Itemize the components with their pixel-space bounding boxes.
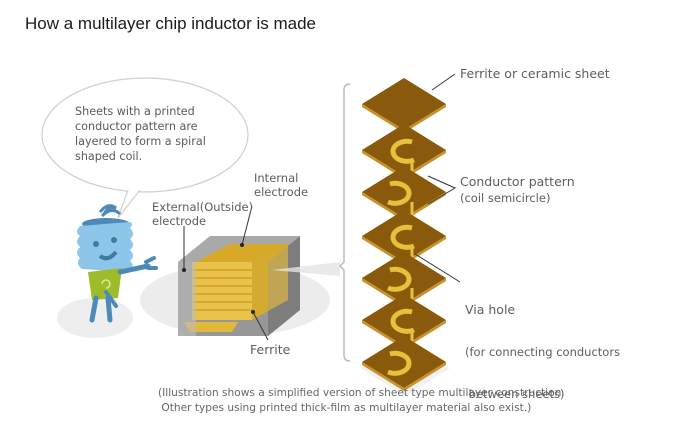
conductor-sheet <box>362 336 446 391</box>
leader-conductor <box>427 175 457 205</box>
sheet-stack <box>362 78 446 391</box>
leader-sheet <box>431 73 456 91</box>
footnote: (Illustration shows a simplified version… <box>158 386 565 416</box>
label-line: (coil semicircle) <box>460 191 551 205</box>
leader-ferrite <box>252 311 269 341</box>
label-ferrite: Ferrite <box>250 342 291 357</box>
mascot-shadow <box>57 298 133 338</box>
label-line: Internal <box>254 171 299 185</box>
zoom-wedge <box>272 262 340 276</box>
conductor-pattern <box>387 180 412 206</box>
mascot-character <box>77 204 158 323</box>
conductor-pattern <box>390 308 415 334</box>
speech-bubble-text: Sheets with a printed conductor pattern … <box>75 104 206 164</box>
label-line: electrode <box>152 214 207 228</box>
label-line: between sheets) <box>465 387 565 401</box>
sheet-surface <box>362 336 446 388</box>
chip-inductor <box>178 236 300 336</box>
footnote-line: Other types using printed thick-film as … <box>158 402 532 414</box>
label-line: (for connecting conductors <box>465 345 621 359</box>
speech-bubble <box>41 77 249 193</box>
bubble-line: conductor pattern are <box>75 120 198 133</box>
stack-bracket <box>338 83 351 362</box>
label-line: Via hole <box>465 302 516 317</box>
bubble-line: layered to form a spiral <box>75 135 206 148</box>
label-conductor-pattern: Conductor pattern (coil semicircle) <box>460 174 575 206</box>
conductor-pattern <box>387 266 412 292</box>
coil-layers <box>192 262 252 320</box>
bubble-line: Sheets with a printed <box>75 105 195 118</box>
conductor-pattern <box>390 224 415 250</box>
label-line: Conductor pattern <box>460 174 575 189</box>
leader-internal <box>241 205 253 246</box>
label-external-electrode: External(Outside) electrode <box>152 200 253 228</box>
label-via-hole: Via hole (for connecting conductors betw… <box>465 275 620 415</box>
sheet-surface <box>362 78 446 130</box>
label-internal-electrode: Internal electrode <box>254 171 308 199</box>
page-title: How a multilayer chip inductor is made <box>25 14 317 33</box>
leader-via <box>414 253 461 283</box>
speech-bubble-tail <box>117 189 141 219</box>
bubble-line: shaped coil. <box>75 150 143 163</box>
footnote-line: (Illustration shows a simplified version… <box>158 387 565 399</box>
conductor-pattern <box>387 350 412 376</box>
ferrite-sheet <box>362 78 446 133</box>
label-sheet: Ferrite or ceramic sheet <box>460 66 610 81</box>
conductor-pattern <box>390 138 415 164</box>
label-line: electrode <box>254 185 309 199</box>
label-line: External(Outside) <box>152 200 254 214</box>
